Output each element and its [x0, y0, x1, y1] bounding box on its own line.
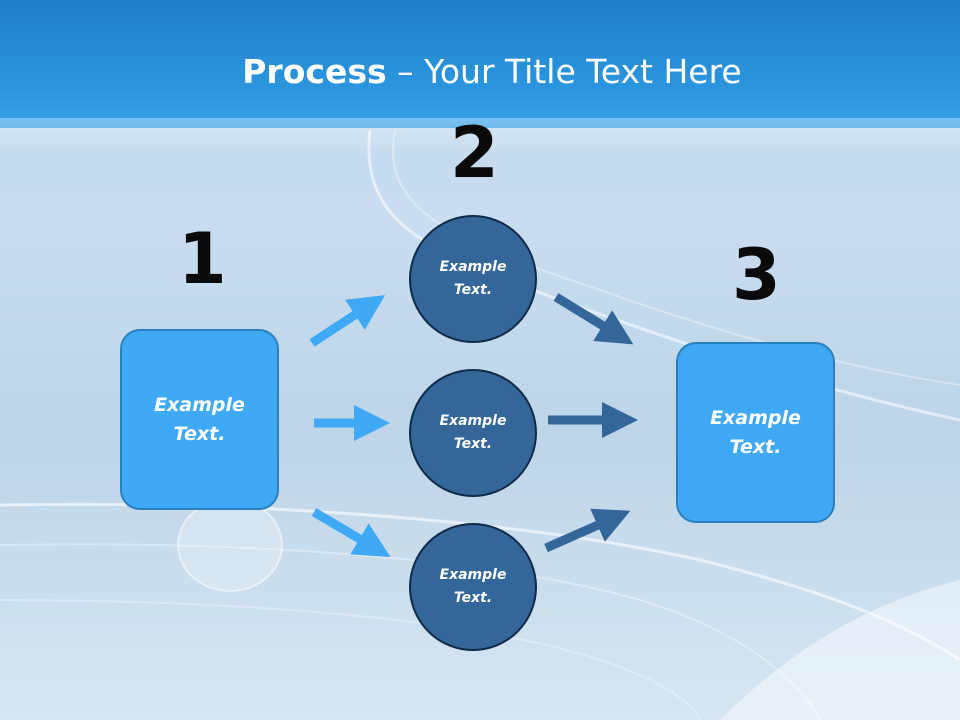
banner-glow [0, 118, 960, 158]
right-box-line2: Text. [729, 435, 782, 458]
circle-top-line2: Text. [453, 282, 493, 298]
arrow-left-to-top [309, 295, 386, 347]
title-banner [0, 0, 960, 128]
circle-middle-line1: Example [439, 413, 507, 429]
circle-middle: Example Text. [409, 369, 537, 497]
step-number-1: 1 [178, 218, 227, 300]
slide-title: Process – Your Title Text Here [0, 52, 960, 91]
circle-bottom-line1: Example [439, 567, 507, 583]
circle-bottom: Example Text. [409, 523, 537, 651]
circle-top-line1: Example [439, 259, 507, 275]
arrow-top-to-right [553, 293, 634, 345]
arrow-bottom-to-right [544, 508, 631, 553]
title-bold: Process [242, 52, 387, 91]
left-process-box: Example Text. [120, 329, 279, 510]
step-number-2: 2 [450, 112, 499, 194]
circle-bottom-line2: Text. [453, 590, 493, 606]
circle-top: Example Text. [409, 215, 537, 343]
left-box-line2: Text. [173, 422, 226, 445]
step-number-3: 3 [732, 234, 781, 316]
right-process-box: Example Text. [676, 342, 835, 523]
arrow-left-to-bottom [311, 508, 391, 558]
circle-middle-line2: Text. [453, 436, 493, 452]
right-box-line1: Example [710, 406, 801, 429]
title-rest: – Your Title Text Here [386, 52, 742, 91]
left-box-line1: Example [154, 393, 245, 416]
